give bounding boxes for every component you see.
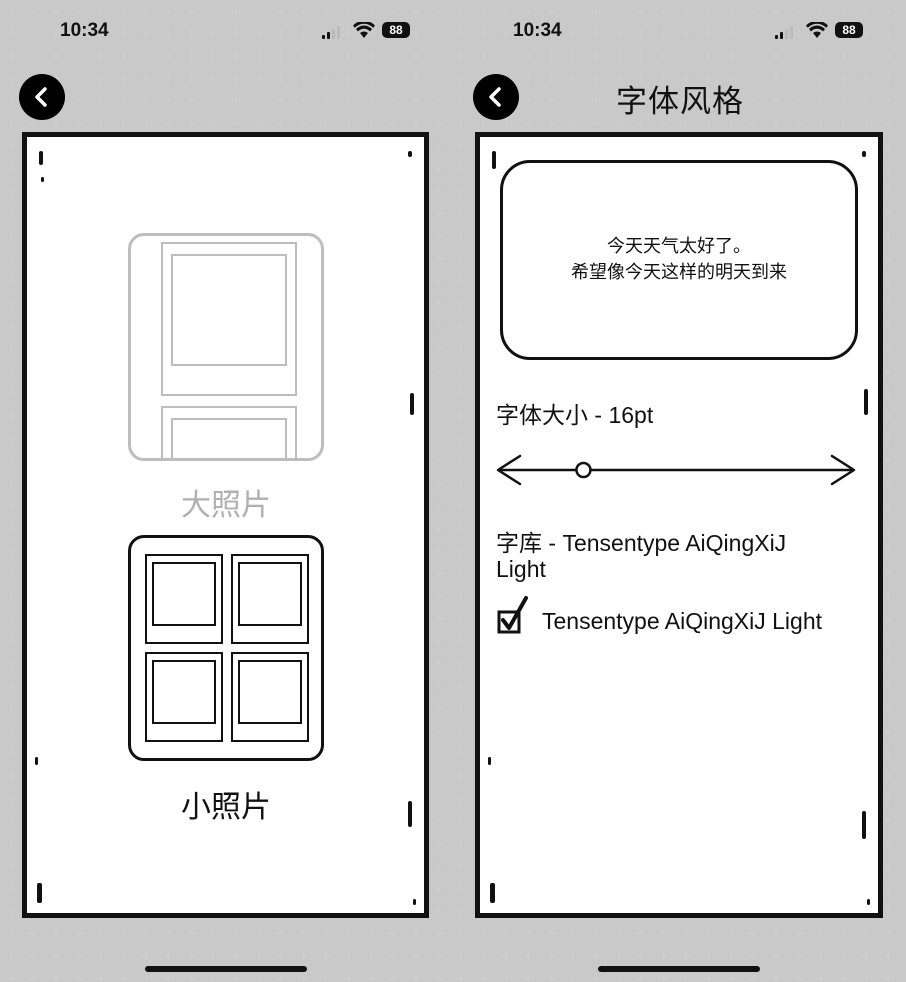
- large-photo-frame-2: [161, 406, 297, 458]
- large-photo-frame: [161, 242, 297, 396]
- preview-line-1: 今天天气太好了。: [607, 236, 751, 257]
- back-arrow-icon: [35, 87, 47, 107]
- small-photo-label: 小照片: [181, 790, 271, 825]
- slider-thumb: [575, 461, 592, 479]
- signal-icon: [775, 26, 793, 39]
- large-photo-option[interactable]: [128, 233, 324, 461]
- page-title: 字体风格: [616, 84, 744, 120]
- checkbox-checked-icon[interactable]: [496, 594, 536, 638]
- font-preview-box: 今天天气太好了。 希望像今天这样的明天到来: [500, 160, 858, 360]
- status-bar-left: 10:34 88: [20, 18, 410, 44]
- left-panel: [22, 132, 429, 918]
- font-size-slider[interactable]: [494, 450, 860, 490]
- back-button[interactable]: [473, 74, 519, 120]
- home-indicator: [145, 966, 307, 972]
- font-size-label: 字体大小 - 16pt: [496, 402, 654, 428]
- wifi-icon: [806, 22, 828, 38]
- battery-icon: 88: [382, 22, 410, 38]
- small-photo-frame: [231, 652, 309, 742]
- large-photo-label: 大照片: [181, 488, 271, 523]
- back-button[interactable]: [19, 74, 65, 120]
- font-option-row[interactable]: Tensentype AiQingXiJ Light: [496, 594, 856, 640]
- home-indicator: [598, 966, 760, 972]
- font-library-label-line2: Light: [496, 556, 546, 582]
- back-arrow-icon: [489, 87, 501, 107]
- status-time: 10:34: [513, 20, 562, 41]
- preview-line-2: 希望像今天这样的明天到来: [571, 262, 787, 283]
- small-photo-option[interactable]: [128, 535, 324, 761]
- small-photo-frame: [145, 652, 223, 742]
- small-photo-frame: [231, 554, 309, 644]
- font-option-label: Tensentype AiQingXiJ Light: [542, 608, 823, 634]
- font-library-label-line1: 字库 - Tensentype AiQingXiJ: [496, 530, 787, 556]
- left-arrow-icon: [496, 454, 522, 486]
- small-photo-frame: [145, 554, 223, 644]
- right-arrow-icon: [830, 454, 856, 486]
- status-bar-right: 10:34 88: [473, 18, 863, 44]
- battery-icon: 88: [835, 22, 863, 38]
- wifi-icon: [353, 22, 375, 38]
- signal-icon: [322, 26, 340, 39]
- status-time: 10:34: [60, 20, 109, 41]
